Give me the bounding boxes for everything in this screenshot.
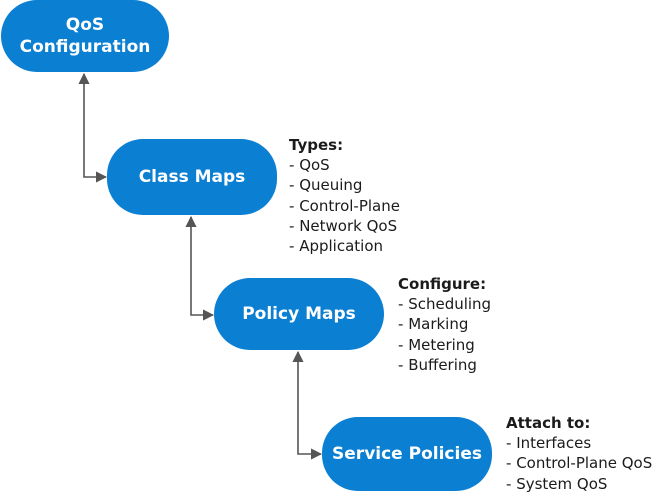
types-note-title: Types: bbox=[289, 136, 344, 154]
connector-qos-to-class bbox=[78, 72, 108, 183]
configure-item-scheduling: Scheduling bbox=[398, 294, 491, 314]
qos-configuration-node: QoS Configuration bbox=[1, 0, 169, 72]
attach-item-system-qos: System QoS bbox=[506, 474, 652, 494]
types-item-control-plane: Control-Plane bbox=[289, 196, 400, 216]
service-policies-node: Service Policies bbox=[322, 417, 492, 491]
types-item-application: Application bbox=[289, 236, 400, 256]
service-policies-label: Service Policies bbox=[332, 444, 482, 464]
qos-configuration-label-line1: QoS bbox=[65, 15, 105, 35]
policy-maps-node: Policy Maps bbox=[214, 278, 384, 350]
attach-list: Interfaces Control-Plane QoS System QoS bbox=[506, 433, 652, 494]
types-list: QoS Queuing Control-Plane Network QoS Ap… bbox=[289, 155, 400, 256]
attach-note-title: Attach to: bbox=[506, 414, 591, 432]
types-item-queuing: Queuing bbox=[289, 175, 400, 195]
attach-item-control-plane-qos: Control-Plane QoS bbox=[506, 453, 652, 473]
types-item-network-qos: Network QoS bbox=[289, 216, 400, 236]
attach-note: Attach to: Interfaces Control-Plane QoS … bbox=[506, 413, 652, 494]
configure-list: Scheduling Marking Metering Buffering bbox=[398, 294, 491, 375]
connector-policy-to-service bbox=[292, 350, 323, 460]
class-maps-node: Class Maps bbox=[107, 139, 277, 215]
configure-item-buffering: Buffering bbox=[398, 355, 491, 375]
configure-item-metering: Metering bbox=[398, 335, 491, 355]
connector-class-to-policy bbox=[185, 215, 215, 321]
configure-note: Configure: Scheduling Marking Metering B… bbox=[398, 274, 491, 375]
attach-item-interfaces: Interfaces bbox=[506, 433, 652, 453]
configure-note-title: Configure: bbox=[398, 275, 487, 293]
configure-item-marking: Marking bbox=[398, 314, 491, 334]
qos-configuration-label-line2: Configuration bbox=[19, 37, 151, 57]
policy-maps-label: Policy Maps bbox=[242, 304, 356, 324]
types-note: Types: QoS Queuing Control-Plane Network… bbox=[289, 135, 400, 256]
class-maps-label: Class Maps bbox=[138, 167, 246, 187]
types-item-qos: QoS bbox=[289, 155, 400, 175]
